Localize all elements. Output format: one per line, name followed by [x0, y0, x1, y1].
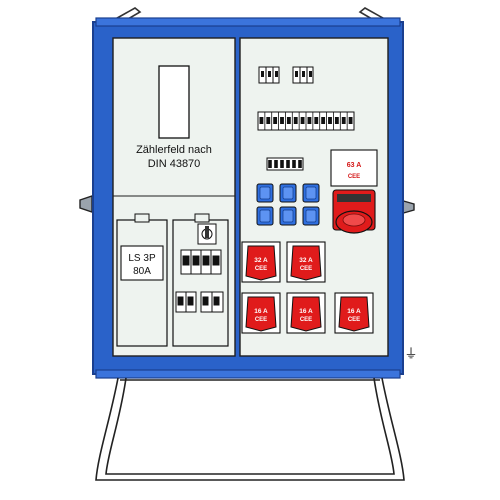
terminal	[286, 160, 290, 168]
cee-socket-label-line1: 16 A	[347, 308, 361, 315]
schuko-socket	[302, 183, 320, 203]
ground-symbol: ⏚	[404, 346, 417, 361]
small-breaker-toggle	[202, 296, 209, 306]
small-breakers-left	[175, 291, 224, 313]
stand-outer-frame	[95, 377, 405, 481]
cee-socket-body	[338, 296, 370, 332]
schuko-socket	[279, 183, 297, 203]
terminal	[292, 160, 296, 168]
mcb-toggle	[341, 117, 346, 124]
breaker-compartment-tab	[194, 213, 210, 223]
cee-socket: 32 A CEE	[286, 241, 326, 283]
cee-63-cap-inner	[342, 213, 366, 227]
top-breaker-toggles	[261, 71, 312, 77]
stand-inner-frame	[105, 377, 395, 475]
cee-63-label-line2: CEE	[348, 174, 360, 180]
top-breaker-toggle	[261, 71, 264, 77]
main-breaker-label-line2: 80A	[133, 266, 151, 277]
top-breaker-toggle	[275, 71, 278, 77]
mcb-toggle	[328, 117, 332, 124]
meter-window	[158, 65, 190, 139]
schuko-socket-lid	[259, 186, 271, 200]
cee-socket: 16 A CEE	[241, 292, 281, 334]
cee-63-collar	[337, 194, 371, 202]
main-breaker-label-box	[120, 245, 164, 281]
mcb-toggle	[321, 117, 326, 124]
enclosure-top-rim	[95, 17, 401, 27]
mcb-toggle	[280, 117, 284, 124]
left-latch	[79, 195, 93, 213]
terminal	[274, 160, 278, 168]
schuko-socket-lid	[305, 186, 317, 200]
cee-socket-body	[290, 296, 322, 332]
schuko-socket	[279, 206, 297, 226]
cee-socket-label-line1: 32 A	[299, 257, 313, 264]
top-breaker-toggle	[268, 71, 271, 77]
mcb-toggle	[259, 117, 264, 124]
mcb-toggle	[286, 117, 291, 124]
mcb-toggle	[348, 117, 353, 124]
main-breaker-label-line1: LS 3P	[128, 253, 156, 264]
cee-socket-label-line2: CEE	[255, 266, 267, 272]
cee-socket-label-line2: CEE	[348, 317, 360, 323]
main-switch-handle	[205, 226, 209, 238]
schuko-socket	[256, 206, 274, 226]
main-breaker-tab	[134, 213, 150, 223]
cee-socket-label-line2: CEE	[300, 317, 312, 323]
cee-socket-label-line1: 16 A	[299, 308, 313, 315]
cee-socket-body	[290, 245, 322, 281]
small-breaker-toggle	[187, 296, 194, 306]
top-breaker-toggle	[302, 71, 305, 77]
cee-16-sockets: 16 A CEE 16 A CEE 16 A CEE	[241, 292, 374, 334]
mcb-toggle	[307, 117, 312, 124]
rcd-breaker-toggle	[202, 255, 210, 266]
small-breaker-toggle	[177, 296, 184, 306]
top-breaker-toggle	[309, 71, 312, 77]
schuko-socket-lid	[282, 209, 294, 223]
cee-socket: 32 A CEE	[241, 241, 281, 283]
schuko-socket-lid	[282, 186, 294, 200]
mcb-toggle	[273, 117, 278, 124]
cee-socket-body	[245, 296, 277, 332]
cee-63-label-line1: 63 A	[347, 162, 362, 169]
schuko-socket-lid	[305, 209, 317, 223]
small-breaker-toggle	[213, 296, 220, 306]
terminal	[280, 160, 284, 168]
cee-socket-label-line1: 32 A	[254, 257, 268, 264]
cee-socket-body	[245, 245, 277, 281]
stand	[95, 377, 405, 481]
schuko-socket	[256, 183, 274, 203]
cee-63-label-box	[330, 149, 378, 187]
cee-32-sockets: 32 A CEE 32 A CEE	[241, 241, 326, 283]
mcb-row	[257, 111, 355, 131]
cee-socket-label-line2: CEE	[300, 266, 312, 272]
mcb-toggle	[266, 117, 271, 124]
schuko-socket-lid	[259, 209, 271, 223]
terminal-block	[266, 157, 304, 171]
cee-socket: 16 A CEE	[334, 292, 374, 334]
cee-socket: 16 A CEE	[286, 292, 326, 334]
schuko-sockets	[256, 183, 320, 226]
rcd-breaker-toggle	[192, 255, 200, 266]
mcb-toggle	[314, 117, 319, 124]
meter-field-label-line1: Zählerfeld nach	[136, 144, 212, 156]
schuko-socket	[302, 206, 320, 226]
enclosure-bottom-rim	[95, 369, 401, 379]
top-breaker-toggle	[295, 71, 298, 77]
terminal	[298, 160, 302, 168]
mcb-toggle	[334, 117, 339, 124]
cee-socket-label-line2: CEE	[255, 317, 267, 323]
cee-63-socket	[332, 189, 376, 234]
terminal-rail	[266, 157, 304, 171]
rcd-breaker-toggle	[182, 255, 190, 266]
terminal	[268, 160, 272, 168]
cee-socket-label-line1: 16 A	[254, 308, 268, 315]
meter-field-label-line2: DIN 43870	[148, 158, 201, 170]
mcb-toggle	[300, 117, 305, 124]
mcb-toggle	[293, 117, 298, 124]
rcd-breaker-toggle	[212, 255, 220, 266]
rcd-breakers	[180, 249, 222, 275]
main-breaker-enclosure	[116, 219, 168, 347]
